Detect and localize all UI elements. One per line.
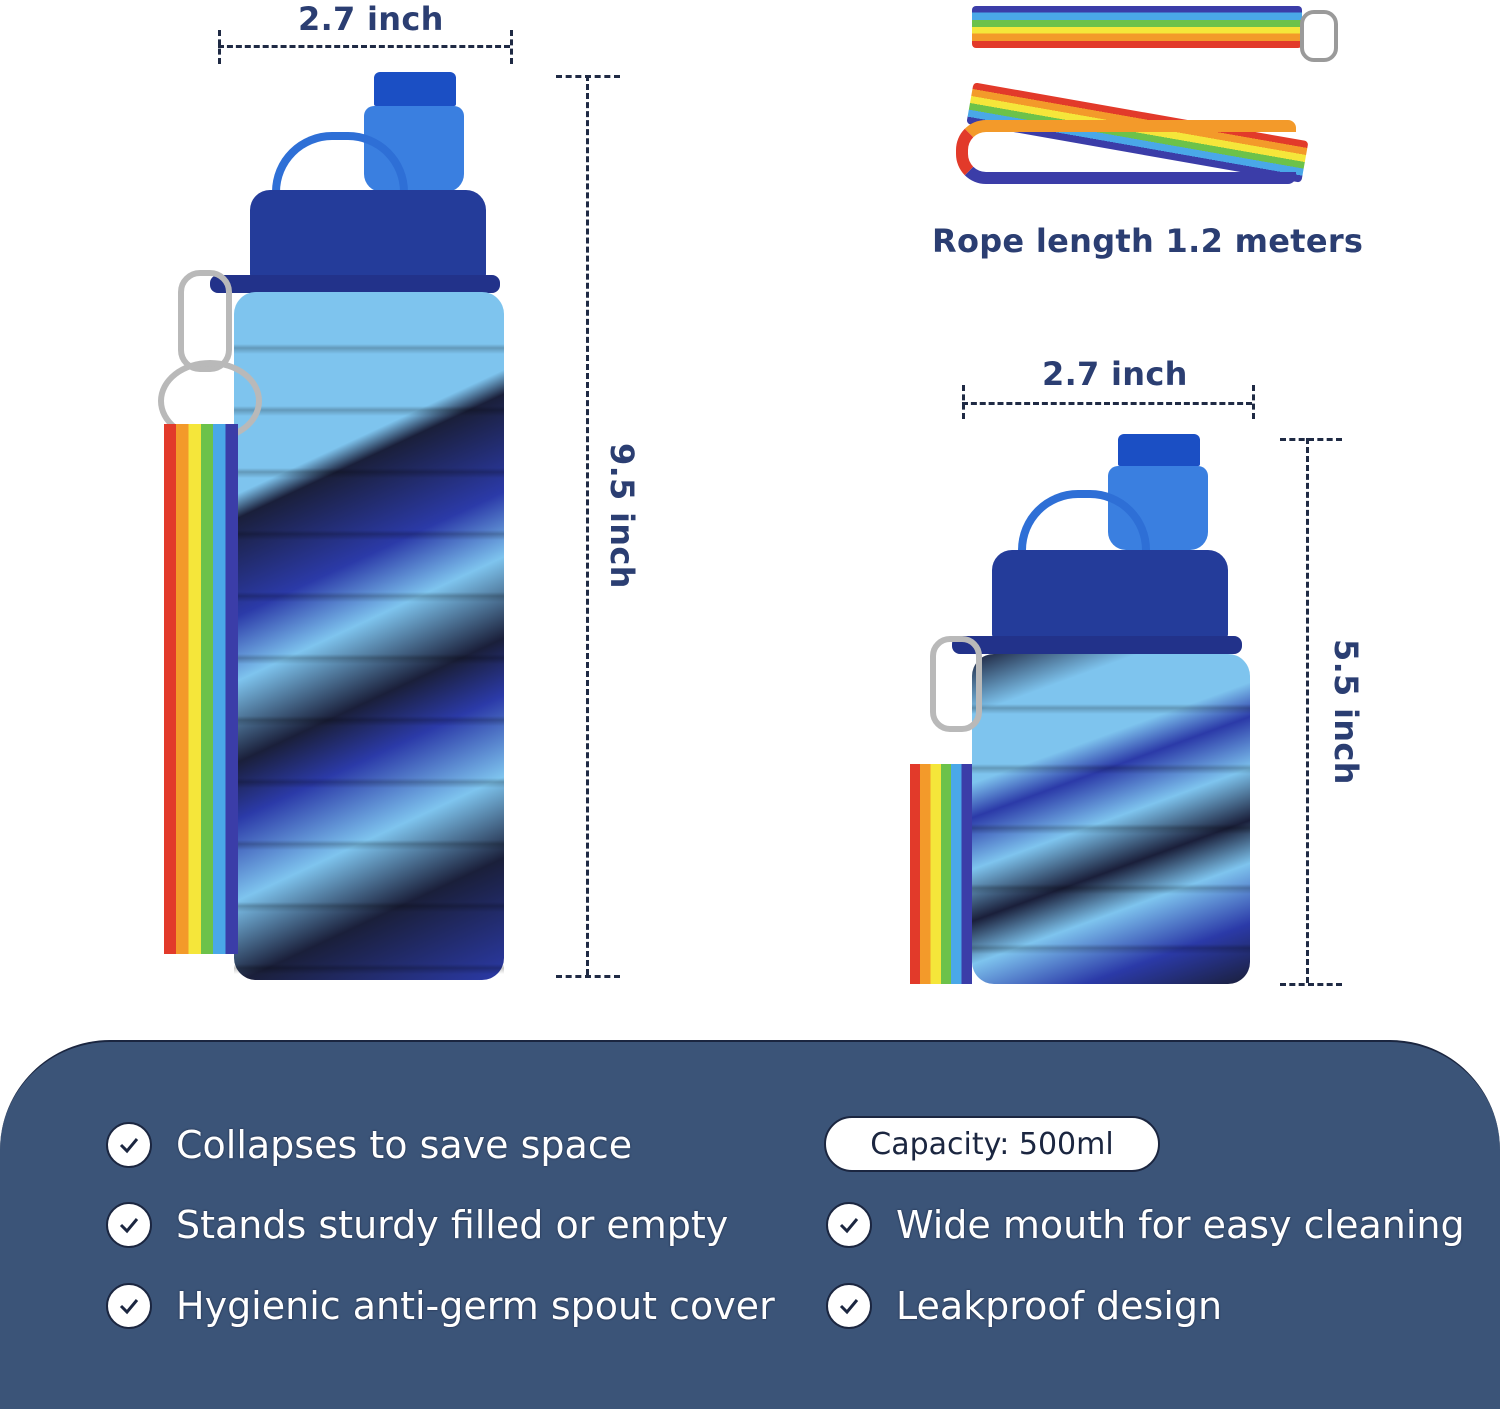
feature-item: Stands sturdy filled or empty — [106, 1202, 728, 1248]
feature-item: Hygienic anti-germ spout cover — [106, 1283, 775, 1329]
small-bottle-width-label: 2.7 inch — [1042, 355, 1188, 393]
height-tick-bottom — [556, 975, 620, 978]
lid-handle — [1018, 490, 1150, 568]
small-width-tick-right — [1252, 385, 1255, 419]
check-circle-icon — [106, 1202, 152, 1248]
carabiner-clip — [178, 270, 232, 372]
small-bottle-width-line — [962, 402, 1252, 405]
capacity-badge: Capacity: 500ml — [824, 1116, 1160, 1172]
lanyard-caption: Rope length 1.2 meters — [932, 222, 1364, 260]
feature-label: Stands sturdy filled or empty — [176, 1203, 729, 1247]
feature-item: Wide mouth for easy cleaning — [826, 1202, 1465, 1248]
large-bottle-height-line — [586, 75, 589, 975]
check-circle-icon — [826, 1202, 872, 1248]
feature-label: Leakproof design — [896, 1284, 1223, 1328]
large-bottle-image — [150, 70, 510, 980]
check-circle-icon — [106, 1122, 152, 1168]
lid-flange — [210, 275, 500, 293]
lid-handle — [272, 132, 408, 210]
lid-flange — [952, 636, 1242, 654]
features-panel — [0, 1040, 1500, 1409]
large-bottle-width-line — [218, 45, 510, 48]
bottle-body — [234, 292, 504, 980]
small-bottle-image — [900, 430, 1260, 990]
feature-item: Leakproof design — [826, 1283, 1222, 1329]
spout-cap — [374, 72, 456, 106]
feature-label: Wide mouth for easy cleaning — [896, 1203, 1465, 1247]
bottle-lid — [250, 190, 486, 280]
small-height-tick-bottom — [1280, 983, 1342, 986]
check-circle-icon — [106, 1283, 152, 1329]
feature-label: Collapses to save space — [176, 1123, 633, 1167]
small-bottle-height-label: 5.5 inch — [1327, 639, 1365, 785]
bottle-lid — [992, 550, 1228, 640]
carabiner-clip — [930, 636, 982, 732]
small-bottle-height-line — [1306, 438, 1309, 983]
bottle-body — [972, 654, 1250, 984]
spout-cap — [1118, 434, 1200, 466]
large-bottle-width-label: 2.7 inch — [298, 0, 444, 38]
check-circle-icon — [826, 1283, 872, 1329]
feature-item: Collapses to save space — [106, 1122, 632, 1168]
lanyard-clip-icon — [1300, 10, 1338, 62]
feature-label: Hygienic anti-germ spout cover — [176, 1284, 775, 1328]
ring-shading — [234, 292, 504, 980]
large-bottle-height-label: 9.5 inch — [603, 443, 641, 589]
rainbow-strap — [164, 424, 238, 954]
lanyard-top-strap — [972, 6, 1302, 48]
lanyard-bottom-loop — [956, 120, 1296, 184]
ring-shading — [972, 654, 1250, 984]
small-height-tick-top — [1280, 438, 1342, 441]
rainbow-lanyard-image — [950, 0, 1350, 200]
width-tick-right — [510, 30, 513, 64]
rainbow-strap — [910, 764, 972, 984]
